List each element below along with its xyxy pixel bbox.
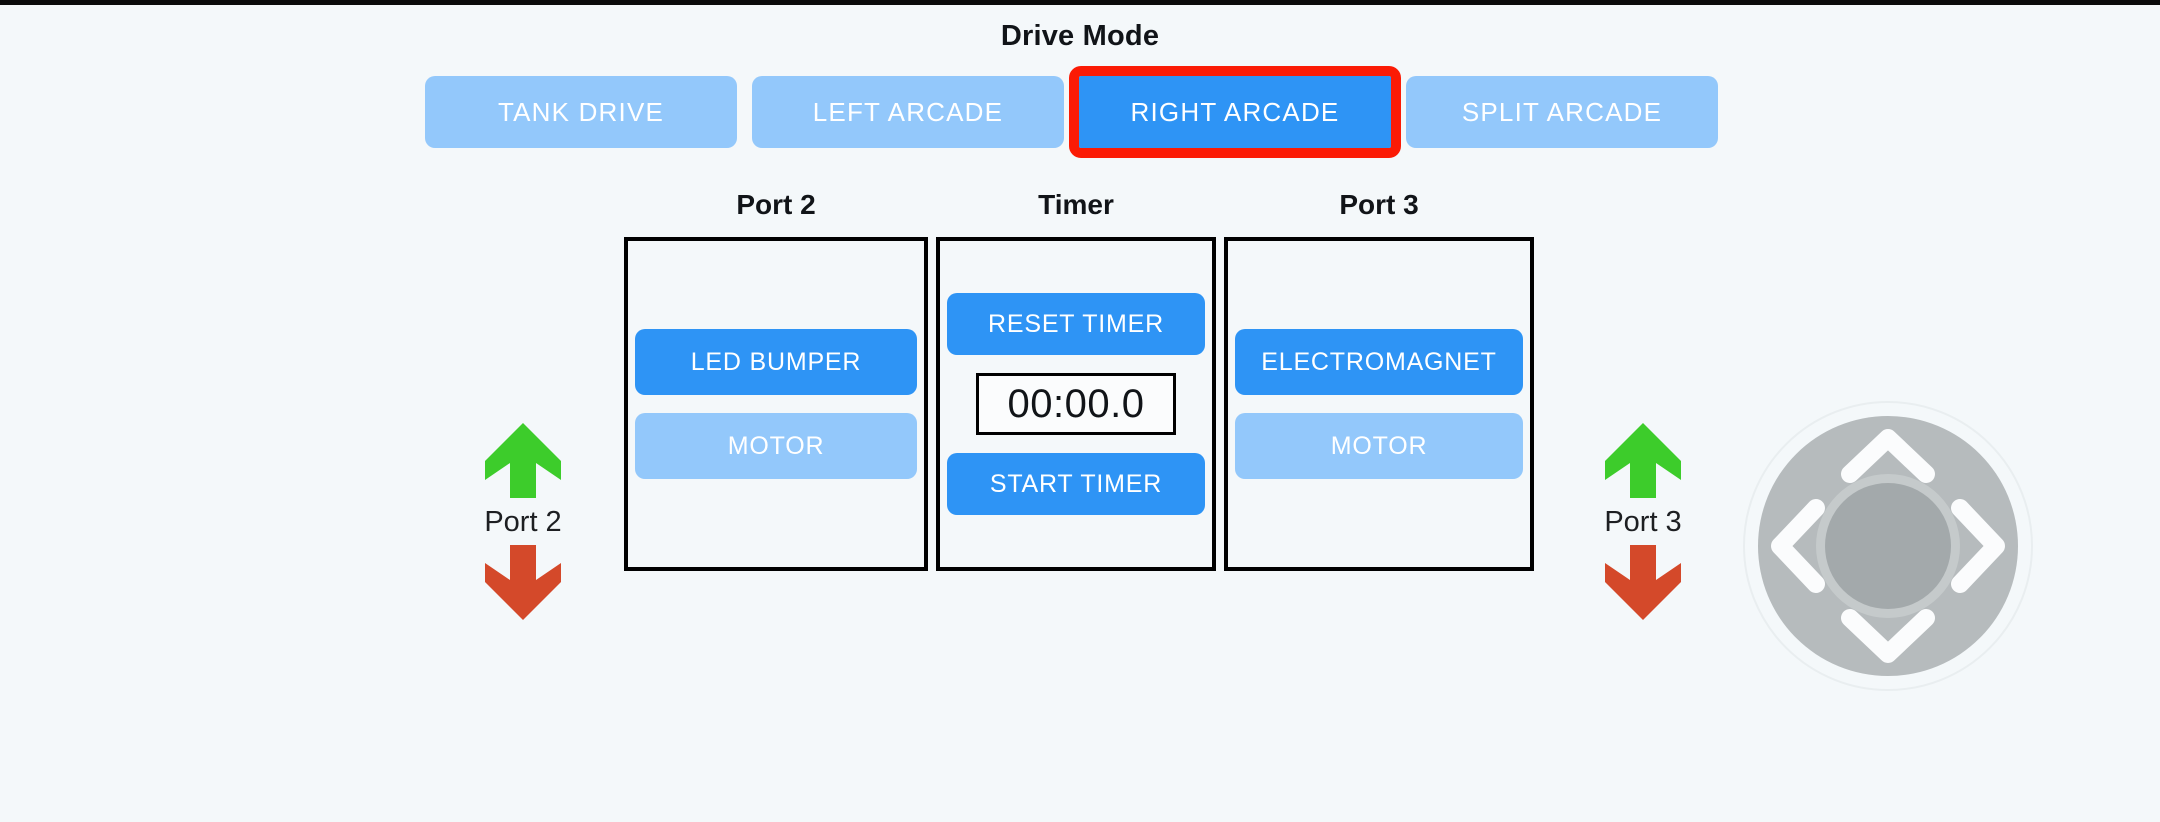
port2-led-bumper-button[interactable]: LED BUMPER [635,329,917,395]
port3-down-arrow-icon[interactable] [1602,543,1684,623]
port2-motor-button[interactable]: MOTOR [635,413,917,479]
dpad-center-button[interactable] [1825,483,1951,609]
drive-mode-right-arcade-button[interactable]: RIGHT ARCADE [1069,66,1401,158]
port2-panel-heading: Port 2 [736,189,816,220]
port3-up-arrow-icon[interactable] [1602,420,1684,500]
port3-panel-heading: Port 3 [1339,189,1419,220]
port2-down-arrow-icon[interactable] [482,543,564,623]
drive-mode-split-arcade-button[interactable]: SPLIT ARCADE [1406,76,1718,148]
dpad-down-chevron-icon[interactable] [1841,609,1935,663]
port3-arrow-label: Port 3 [1604,506,1682,538]
dpad-left-chevron-icon[interactable] [1771,499,1825,593]
port3-arrow-control: Port 3 [1558,420,1728,623]
drive-mode-button-group: TANK DRIVE LEFT ARCADE RIGHT ARCADE SPLI… [425,66,1718,158]
port3-electromagnet-button[interactable]: ELECTROMAGNET [1235,329,1523,395]
drive-mode-left-arcade-button[interactable]: LEFT ARCADE [752,76,1064,148]
port2-up-arrow-icon[interactable] [482,420,564,500]
port2-arrow-control: Port 2 [438,420,608,623]
dpad-right-chevron-icon[interactable] [1951,499,2005,593]
directional-pad[interactable] [1742,400,2034,692]
drive-mode-title: Drive Mode [1000,20,1160,52]
port2-arrow-label: Port 2 [484,506,562,538]
timer-display: 00:00.0 [976,373,1176,435]
port2-panel: LED BUMPER MOTOR [624,237,928,571]
start-timer-button[interactable]: START TIMER [947,453,1205,515]
top-status-strip [0,0,2160,5]
timer-panel: RESET TIMER 00:00.0 START TIMER [936,237,1216,571]
timer-panel-heading: Timer [1038,189,1114,220]
dpad-outer-ring [1743,401,2033,691]
reset-timer-button[interactable]: RESET TIMER [947,293,1205,355]
port3-motor-button[interactable]: MOTOR [1235,413,1523,479]
port3-panel: ELECTROMAGNET MOTOR [1224,237,1534,571]
drive-mode-tank-drive-button[interactable]: TANK DRIVE [425,76,737,148]
dpad-up-chevron-icon[interactable] [1841,429,1935,483]
